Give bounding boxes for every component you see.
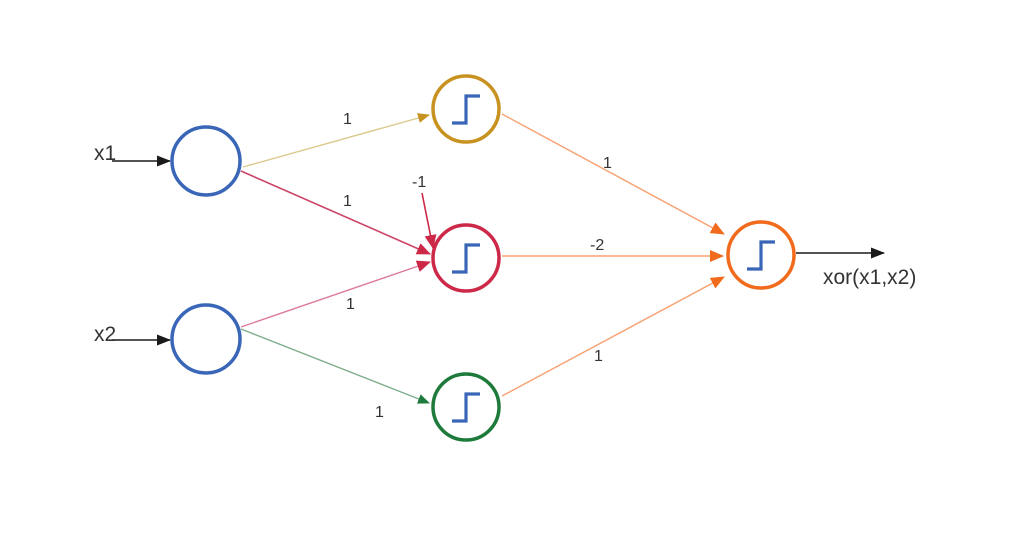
edge-x2-to-bottom (240, 328, 430, 404)
x2-label: x2 (94, 323, 116, 346)
step-function-icon (747, 240, 775, 271)
edge-top-to-out (501, 113, 725, 235)
output-node (726, 220, 796, 290)
weight-label-x2-bottom: 1 (375, 404, 384, 421)
hidden-node-top (431, 74, 501, 144)
x1-label: x1 (94, 142, 116, 165)
weight-label-x2-mid: 1 (346, 296, 355, 313)
bias-arrow-mid (421, 192, 437, 249)
hidden-node-bottom (431, 372, 501, 442)
step-function-icon (452, 243, 480, 274)
bias-label-mid: -1 (412, 174, 426, 191)
weight-label-mid-out: -2 (590, 237, 604, 254)
input-node-x2 (170, 303, 242, 375)
output-label: xor(x1,x2) (823, 266, 916, 289)
step-function-icon (452, 392, 480, 423)
weight-label-x1-mid: 1 (343, 193, 352, 210)
edge-x2-to-mid (240, 260, 431, 328)
weight-label-x1-top: 1 (343, 111, 352, 128)
edge-x1-to-mid (240, 170, 431, 255)
weight-label-top-out: 1 (603, 155, 612, 172)
edge-x1-to-top (242, 113, 430, 168)
input-node-x1 (170, 125, 242, 197)
step-function-icon (452, 94, 480, 125)
weight-label-bottom-out: 1 (594, 348, 603, 365)
edge-bottom-to-out (501, 276, 725, 397)
hidden-node-mid (431, 223, 501, 293)
